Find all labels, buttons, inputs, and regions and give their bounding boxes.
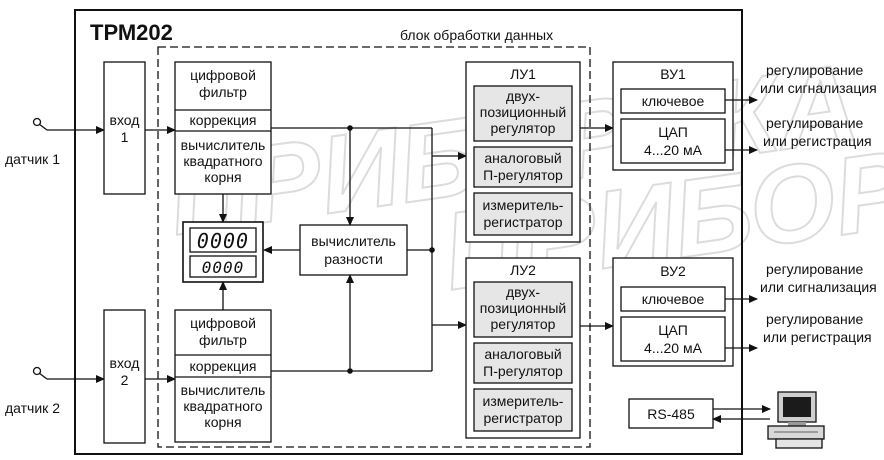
meter-1-line-2: регистратор [483,214,562,230]
two-pos-1-line-3: регулятор [491,120,556,136]
output-unit-1-title: ВУ1 [660,66,686,82]
rs485-interface [628,398,714,429]
led-display: 0000 0000 [182,221,264,283]
dac-output-2 [620,316,726,362]
dac-output-1 [620,118,726,164]
meter-2-line-2: регистратор [483,410,562,426]
filter-2-label: цифровой [190,315,256,331]
input-2-label: вход [110,355,140,371]
output-4-description: регулирование или регистрация [763,311,872,345]
analog-p-regulator-2 [473,342,573,384]
dac-1-range: 4...20 мА [644,142,703,158]
sensor-1-label: датчик 1 [5,151,60,167]
analog-2-line-2: П-регулятор [483,363,563,379]
meter-2-line-1: измеритель- [483,393,564,409]
dac-2-range: 4...20 мА [644,340,703,356]
filter-1-label: цифровой [190,67,256,83]
meter-recorder-1 [473,192,573,236]
output-2-description: регулирование или регистрация [763,115,872,149]
input-1-block [103,61,146,195]
correction-2-label: коррекция [190,358,257,374]
two-position-regulator-2 [473,281,573,338]
svg-text:или сигнализация: или сигнализация [760,80,877,96]
key-output-1 [620,88,726,114]
key-output-1-label: ключевое [642,93,705,109]
correction-1-label: коррекция [190,112,257,128]
computer-icon [767,391,825,449]
channel-1-processing [174,61,272,195]
dac-2-label: ЦАП [658,322,688,338]
device-title: ТРМ202 [90,20,173,45]
rs485-label: RS-485 [647,406,695,422]
input-1-number: 1 [121,129,129,145]
sqrt-2-label-2: квадратного [183,398,262,414]
meter-1-line-1: измеритель- [483,197,564,213]
sqrt-1-label-3: корня [204,169,241,185]
logic-unit-2-title: ЛУ2 [510,262,536,278]
svg-text:регулирование: регулирование [766,62,864,78]
difference-label-2: разности [324,251,383,267]
analog-1-line-1: аналоговый [484,150,561,166]
meter-recorder-2 [473,388,573,432]
output-1-description: регулирование или сигнализация [760,62,877,96]
sqrt-2-label: вычислитель [181,382,266,398]
two-position-regulator-1 [473,85,573,142]
input-2-block [103,309,146,444]
two-pos-1-line-1: двух- [506,88,540,104]
svg-text:регулирование: регулирование [766,311,864,327]
svg-text:регулирование: регулирование [766,115,864,131]
analog-2-line-1: аналоговый [484,346,561,362]
processing-block [157,46,591,448]
analog-1-line-2: П-регулятор [483,167,563,183]
device-frame [74,9,743,455]
dac-1-label: ЦАП [658,124,688,140]
channel-2-processing [174,309,272,443]
svg-text:или регистрация: или регистрация [763,133,872,149]
output-unit-2-title: ВУ2 [660,263,686,279]
two-pos-2-line-3: регулятор [491,316,556,332]
sensor-2-label: датчик 2 [5,400,60,416]
sqrt-2-label-3: корня [204,414,241,430]
svg-text:или сигнализация: или сигнализация [760,279,877,295]
display-upper-value: 0000 [197,229,249,253]
sqrt-1-label-2: квадратного [183,153,262,169]
display-lower-value: 0000 [202,258,245,277]
key-output-2-label: ключевое [642,291,705,307]
two-pos-2-line-1: двух- [506,284,540,300]
sensor-probe-icon [32,117,75,131]
processing-block-label: блок обработки данных [400,27,553,43]
two-pos-1-line-2: позиционный [480,104,566,120]
filter-1-label-2: фильтр [199,84,247,100]
difference-label: вычислитель [311,233,396,249]
output-3-description: регулирование или сигнализация [760,261,877,295]
input-2-number: 2 [121,372,129,388]
input-1-label: вход [110,112,140,128]
sensor-probe-icon [32,366,75,380]
two-pos-2-line-2: позиционный [480,300,566,316]
svg-text:или регистрация: или регистрация [763,329,872,345]
svg-text:регулирование: регулирование [766,261,864,277]
filter-2-label-2: фильтр [199,332,247,348]
logic-unit-1-title: ЛУ1 [510,66,536,82]
sqrt-1-label: вычислитель [181,137,266,153]
analog-p-regulator-1 [473,146,573,188]
